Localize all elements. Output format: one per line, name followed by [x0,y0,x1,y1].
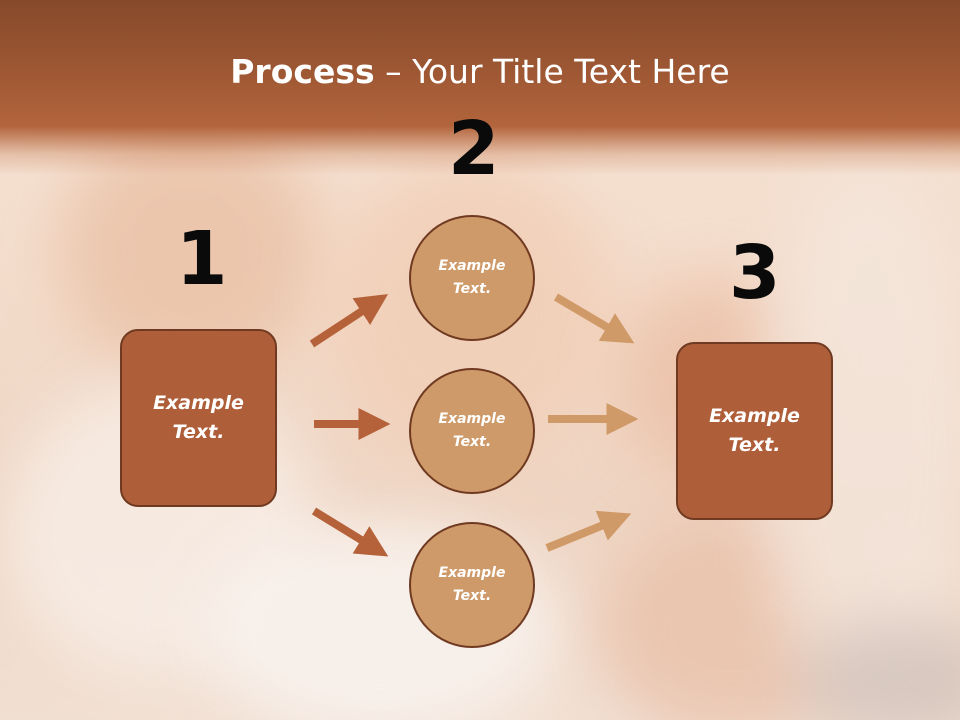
title-rest: – Your Title Text Here [374,52,730,91]
step-3-box: Example Text. [676,342,833,520]
arrow-1-to-top [309,294,389,348]
step-number-2: 2 [448,106,500,192]
arrow-1-to-bottom [311,507,389,557]
circle-text: Example Text. [438,411,506,450]
step-2-circle-bottom: Example Text. [409,522,535,648]
circle-text: Example Text. [438,565,506,604]
step-1-box: Example Text. [120,329,277,507]
step-1-text: Example Text. [153,392,244,443]
step-2-circle-top: Example Text. [409,215,535,341]
step-3-text: Example Text. [709,405,800,456]
step-number-3: 3 [729,230,781,316]
title-bar [0,0,960,175]
slide-title: Process – Your Title Text Here [0,52,960,91]
arrow-top-to-3 [553,293,635,344]
circle-text: Example Text. [438,258,506,297]
title-bold: Process [230,52,375,91]
arrow-bottom-to-3 [545,510,632,552]
step-number-1: 1 [176,216,228,302]
step-2-circle-middle: Example Text. [409,368,535,494]
